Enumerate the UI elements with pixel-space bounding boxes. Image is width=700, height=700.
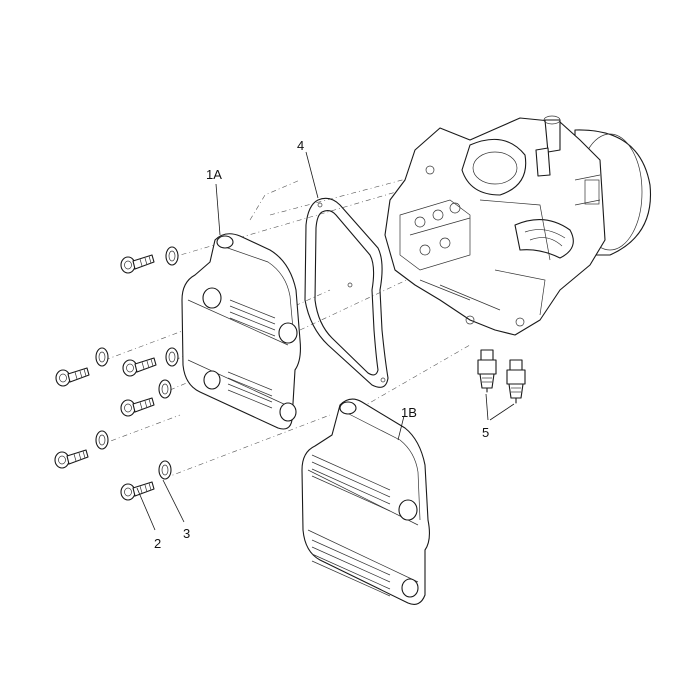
washer-5 — [95, 430, 109, 450]
engine-cylinder-head — [384, 115, 652, 336]
screw-1 — [120, 254, 155, 274]
washer-4 — [158, 379, 172, 399]
washer-2 — [95, 347, 109, 367]
spark-plug-right — [506, 359, 526, 404]
callout-3: 3 — [183, 526, 190, 541]
valve-cover-upper — [181, 233, 301, 430]
screw-4 — [120, 397, 155, 417]
washer-1 — [165, 246, 179, 266]
callout-5: 5 — [482, 425, 489, 440]
screw-6 — [120, 481, 155, 501]
callout-4: 4 — [297, 138, 304, 153]
washer-6 — [158, 460, 172, 480]
washer-3 — [165, 347, 179, 367]
valve-cover-lower — [301, 398, 431, 605]
valve-cover-gasket — [304, 197, 389, 388]
spark-plug-left — [477, 349, 497, 393]
callout-1a: 1A — [206, 167, 222, 182]
fasteners — [54, 246, 179, 501]
callout-2: 2 — [154, 536, 161, 551]
callout-1b: 1B — [401, 405, 417, 420]
screw-2 — [55, 367, 90, 387]
screw-3 — [122, 357, 157, 377]
screw-5 — [54, 449, 89, 469]
leader-lines — [136, 151, 515, 531]
